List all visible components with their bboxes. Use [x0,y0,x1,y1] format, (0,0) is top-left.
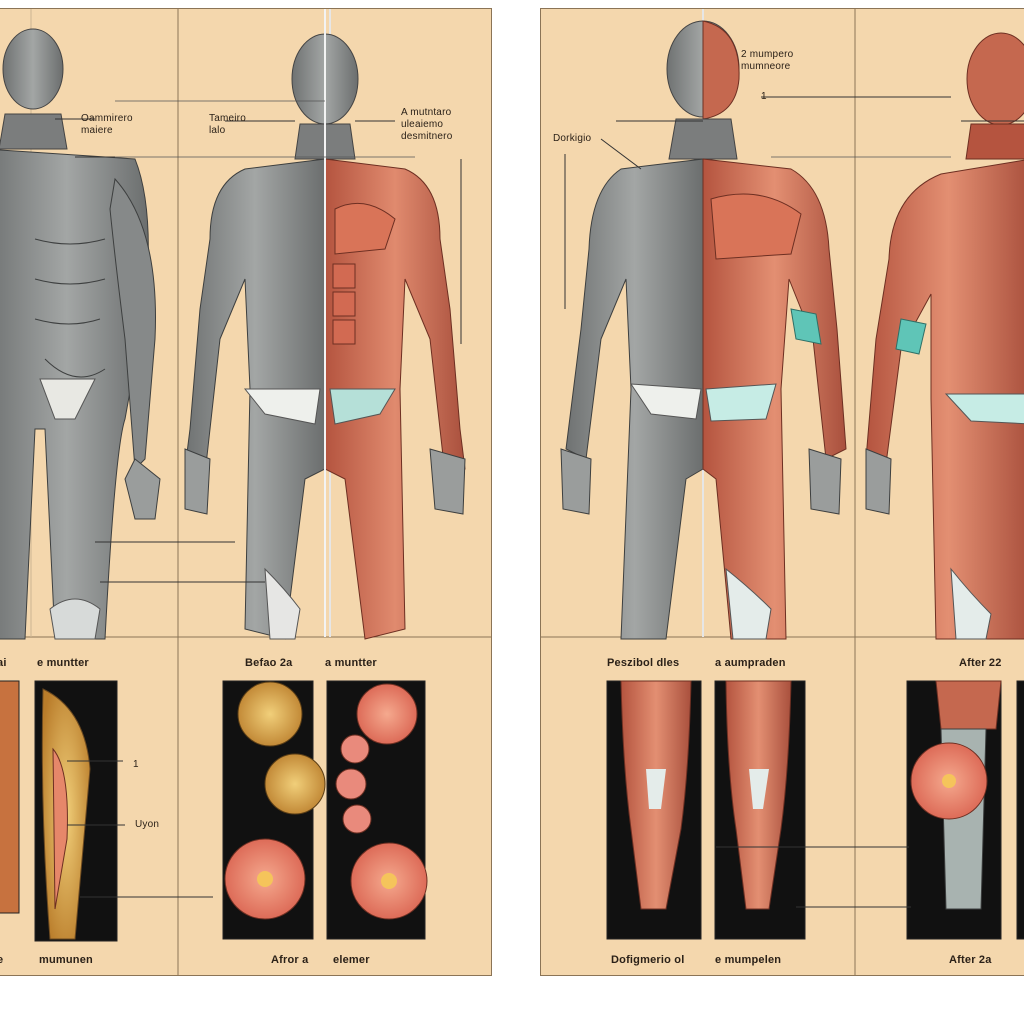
label-footer-left-right: Dofigmerio ol [611,954,685,966]
label-footer-right-tag: elemer [333,954,370,966]
figure-gray-left [0,28,161,640]
tissue-panel [0,680,20,914]
label-bottom-right-header: After 22 [959,657,1002,669]
label-footer-right: Afror a [271,954,309,966]
label-side: Uyon [135,819,160,830]
label-footer-left-edge: e [0,954,3,966]
label-number-marker: 1 [133,759,139,770]
label-footer-left: mumunen [39,954,93,966]
label-marker-1: 1 [761,91,767,102]
label-bottom-left-tag: e muntter [37,657,89,669]
figure-half-muscle [184,9,466,640]
right-plate-drawing [541,9,1024,975]
label-mid-header-tag: a muntter [325,657,377,669]
label-bottom-left-header: Peszibol dles [607,657,680,669]
label-mid-header: Befao 2a [245,657,293,669]
label-left-edge-tag: ai [0,657,7,669]
figure-half-muscle-right [560,20,847,640]
figure-full-muscle [865,32,1024,640]
label-footer-mid-right: e mumpelen [715,954,782,966]
label-left: Dorkigio [553,133,592,144]
label-bottom-mid-header: a aumpraden [715,657,786,669]
left-plate-drawing [0,9,491,975]
label-footer-right-right: After 2a [949,954,992,966]
